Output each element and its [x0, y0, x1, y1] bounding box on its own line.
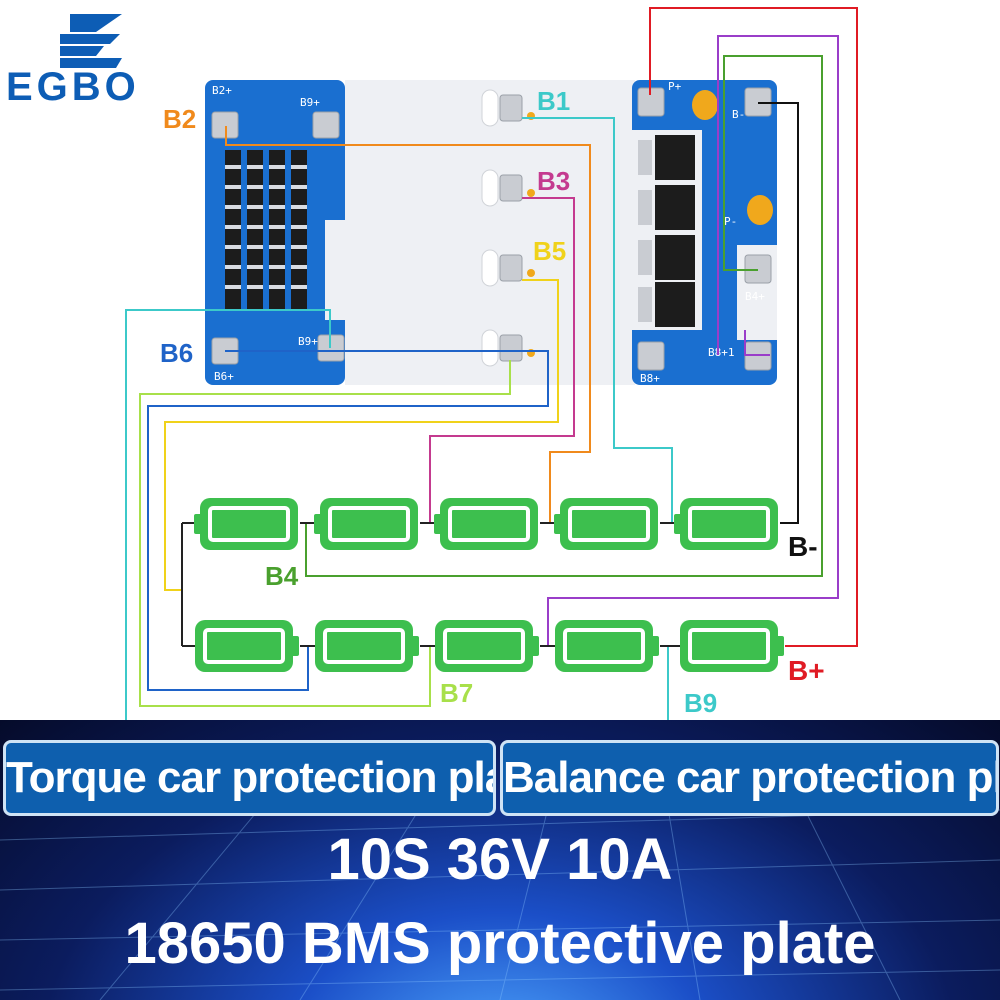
wire-b4	[305, 55, 823, 577]
banner-torque-car-text: Torque car protection plate	[6, 753, 496, 802]
silk-b9b: B9+	[298, 335, 318, 348]
title-product: 18650 BMS protective plate	[124, 911, 876, 976]
silk-b4: B4+	[745, 290, 765, 303]
label-bplus: B+	[788, 655, 825, 686]
wire-b1	[522, 117, 673, 523]
battery-cell-6	[195, 620, 299, 672]
battery-cell-3	[434, 498, 538, 550]
battery-cell-2	[314, 498, 418, 550]
battery-cell-7	[315, 620, 419, 672]
pad-b3	[499, 174, 523, 202]
left-pcb: B2+ B9+ B6+ B9+	[205, 80, 635, 385]
logo-text: EGBO	[6, 65, 140, 109]
pad-b9-top	[312, 111, 340, 139]
banner-torque-car: Torque car protection plate	[3, 740, 496, 816]
label-b5: B5	[533, 236, 566, 266]
wire-bplus	[649, 7, 858, 647]
component-array	[225, 150, 307, 310]
silk-b8b: B8+1	[708, 346, 735, 359]
battery-cell-4	[554, 498, 658, 550]
wire-labels: B1 B2 B3 B5 B6 B4 B- B+ B7 B9	[160, 86, 825, 718]
wire-b8-link	[744, 330, 770, 356]
wire-b8	[547, 35, 839, 646]
label-b2: B2	[163, 104, 196, 134]
silk-p-minus: P-	[724, 215, 737, 228]
banner-balance-car-text: Balance car protection plate	[503, 753, 996, 802]
battery-cell-1	[194, 498, 298, 550]
title-spec: 10S 36V 10A	[327, 827, 673, 892]
silk-b9: B9+	[300, 96, 320, 109]
pad-b8-left	[637, 341, 665, 371]
wire-b3	[429, 197, 575, 523]
silk-b-minus: B-	[732, 108, 745, 121]
label-b9: B9	[684, 688, 717, 718]
battery-cell-9	[555, 620, 659, 672]
wire-b7	[139, 360, 511, 707]
silk-p-plus: P+	[668, 80, 682, 93]
silk-b2: B2+	[212, 84, 232, 97]
battery-row-bottom	[195, 620, 784, 672]
wire-b2	[225, 126, 591, 523]
egbo-logo: EGBO	[6, 14, 140, 109]
battery-cell-10	[680, 620, 784, 672]
wire-b9	[125, 309, 669, 723]
label-b3: B3	[537, 166, 570, 196]
wire-b5	[164, 279, 559, 591]
logo-mark-icon	[60, 14, 122, 68]
wire-b6	[147, 350, 549, 691]
mosfet-array	[638, 135, 695, 327]
battery-cell-8	[435, 620, 539, 672]
label-b4: B4	[265, 561, 299, 591]
silk-b6: B6+	[214, 370, 234, 383]
label-b1: B1	[537, 86, 570, 116]
right-pcb: P+ B- P- B4+ B8+ B8+1	[632, 80, 777, 385]
banner-balance-car: Balance car protection plate	[500, 740, 999, 816]
label-b7: B7	[440, 678, 473, 708]
battery-row-top	[194, 498, 778, 550]
pad-b7	[499, 334, 523, 362]
pad-b5	[499, 254, 523, 282]
wire-bminus	[758, 102, 799, 524]
label-bminus: B-	[788, 531, 818, 562]
battery-cell-5	[674, 498, 778, 550]
pad-b1	[499, 94, 523, 122]
silk-b8: B8+	[640, 372, 660, 385]
label-b6: B6	[160, 338, 193, 368]
